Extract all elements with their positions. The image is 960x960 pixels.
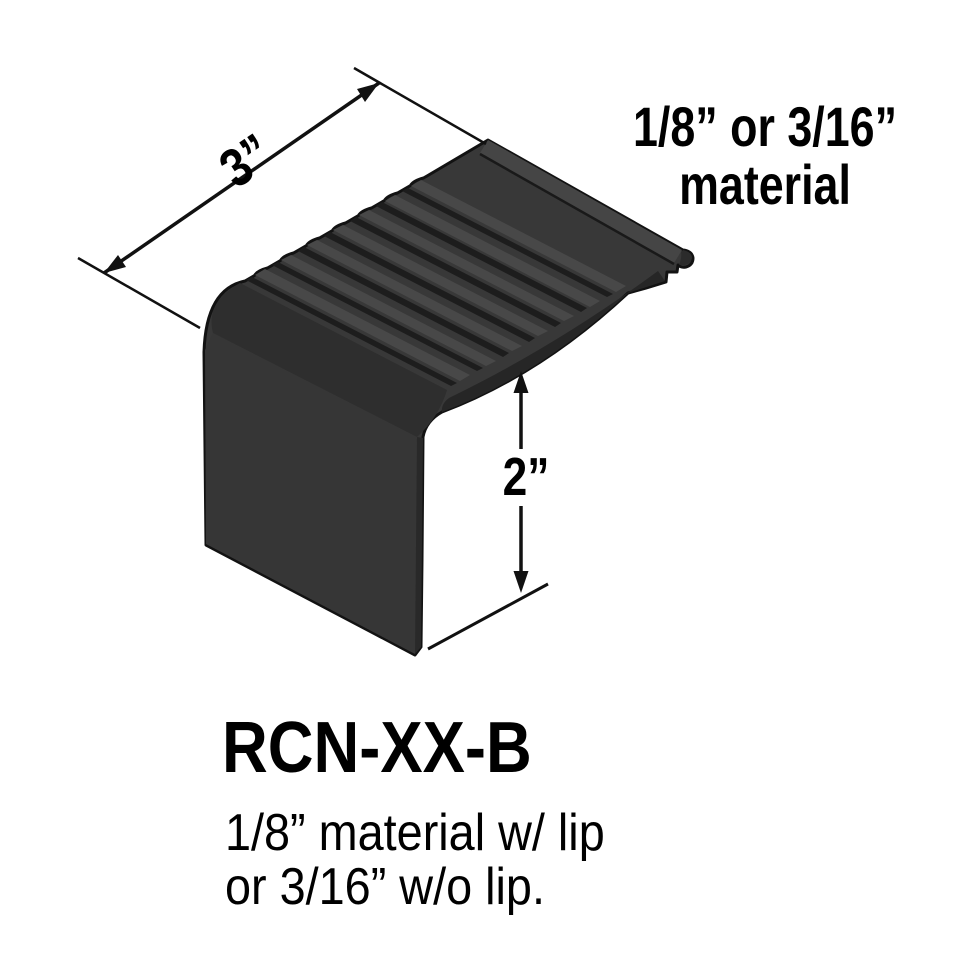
lip-band	[480, 140, 682, 263]
tread-groove	[350, 217, 561, 327]
tread-grooves	[246, 188, 613, 386]
product-description-line2: or 3/16” w/o lip.	[225, 858, 545, 916]
width-dimension-line	[103, 81, 380, 275]
tread-ridge	[359, 210, 574, 321]
tread-groove	[272, 262, 483, 371]
tread-groove	[402, 188, 613, 297]
material-note-line1: 1/8” or 3/16”	[633, 95, 897, 158]
tread-groove	[298, 247, 509, 357]
height-arrowhead-top	[513, 371, 529, 393]
lip-crease-line	[479, 152, 675, 266]
end-cut-face	[441, 271, 665, 412]
tread-ridge	[385, 195, 600, 307]
width-extension-line-front	[77, 256, 201, 330]
lip-hook-face	[679, 250, 692, 265]
tread-groove	[246, 277, 457, 386]
product-description-line1: 1/8” material w/ lip	[225, 804, 605, 862]
tread-groove	[324, 232, 535, 342]
tread-ridge	[255, 269, 470, 381]
width-extension-line-back	[353, 66, 487, 146]
tread-ridge	[411, 180, 626, 292]
tread-ridges	[255, 180, 626, 381]
width-arrowhead-left	[104, 255, 126, 273]
front-face-end-strip	[415, 437, 423, 654]
tread-ridge	[281, 255, 496, 366]
height-arrowhead-bottom	[513, 571, 529, 593]
width-arrowhead-right	[357, 83, 379, 102]
tread-groove	[376, 202, 587, 312]
product-description: 1/8” material w/ lip or 3/16” w/o lip.	[225, 806, 605, 914]
material-note: 1/8” or 3/16” material	[605, 98, 925, 214]
material-note-line2: material	[679, 153, 851, 216]
front-face	[205, 333, 417, 654]
height-extension-line-bottom	[427, 582, 549, 651]
height-dimension-label: 2”	[502, 447, 550, 507]
nose-curve-face	[211, 283, 447, 437]
product-model-title: RCN-XX-B	[222, 708, 532, 788]
tread-ridge	[333, 225, 548, 336]
tread-ridge	[307, 240, 522, 351]
